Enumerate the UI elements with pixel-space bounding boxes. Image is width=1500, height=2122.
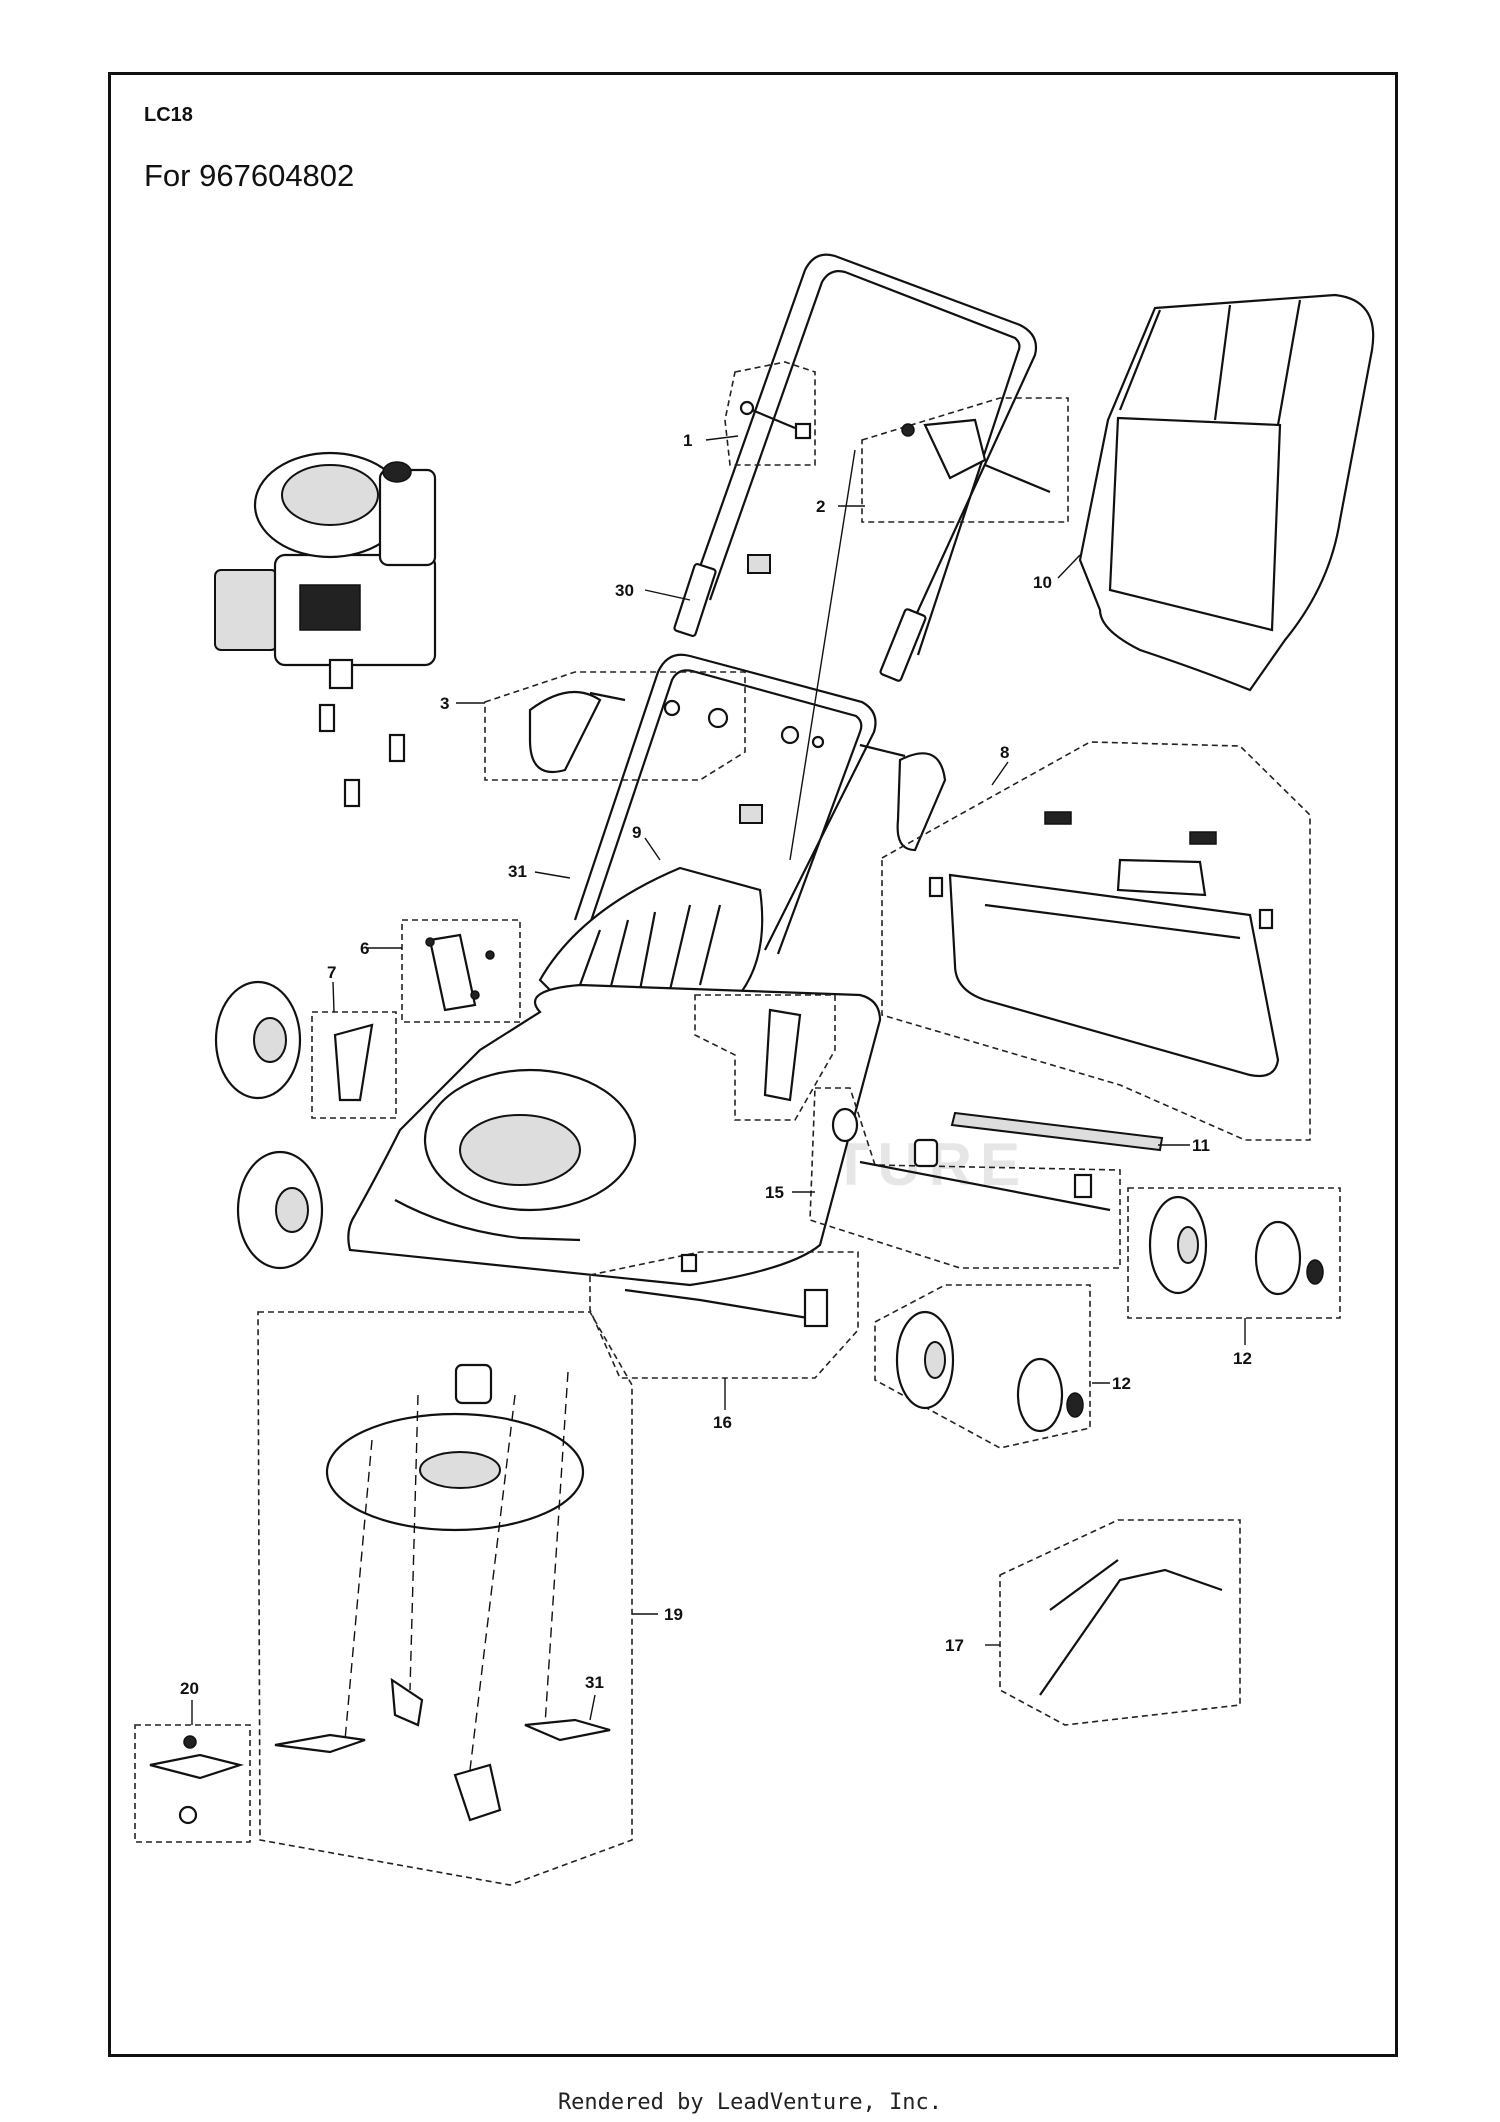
part-7-height-adjuster [311, 1011, 397, 1119]
part-1-group [724, 361, 816, 466]
callout-31-handle: 31 [508, 862, 527, 881]
front-wheel-upper [214, 980, 302, 1100]
callout-12-upper: 12 [1233, 1349, 1252, 1368]
part-2-group [861, 397, 1069, 523]
part-6-bracket [401, 919, 521, 1023]
callout-15: 15 [765, 1183, 784, 1202]
callout-31-blade: 31 [585, 1673, 604, 1692]
leader-lines [191, 435, 1246, 1725]
deck-right-bracket [694, 994, 836, 1121]
part-17-lever [999, 1519, 1241, 1726]
part-15-rear-axle [809, 1087, 1121, 1269]
part-3-group [484, 671, 746, 781]
callout-16: 16 [713, 1413, 732, 1432]
page-title: For 967604802 [144, 158, 355, 193]
part-8-rear-flap [881, 741, 1311, 1141]
part-12-rear-wheel-lower [874, 1284, 1091, 1449]
part-19-blade-assembly [257, 1311, 633, 1886]
mower-deck [347, 983, 882, 1287]
drawing-frame [108, 72, 1398, 2057]
callout-9: 9 [632, 823, 641, 842]
part-20-blade [134, 1724, 251, 1843]
callout-6: 6 [360, 939, 369, 958]
right-handle-knob [780, 725, 947, 852]
part-12-rear-wheel-upper [1127, 1187, 1341, 1319]
upper-handle [673, 253, 1038, 682]
callout-17: 17 [945, 1636, 964, 1655]
callout-7: 7 [327, 963, 336, 982]
part-16-front-axle [589, 1251, 859, 1379]
front-wheel-lower [236, 1150, 324, 1270]
callout-11: 11 [1192, 1136, 1210, 1155]
engine-illustration [214, 451, 437, 808]
part-11-bar [950, 1111, 1164, 1152]
callout-8: 8 [1000, 743, 1009, 762]
callout-19: 19 [664, 1605, 683, 1624]
callout-2: 2 [816, 497, 825, 516]
callout-labels: 1 2 3 6 7 8 9 10 11 12 12 15 16 17 19 20… [180, 431, 1252, 1698]
callout-10: 10 [1033, 573, 1052, 592]
callout-20: 20 [180, 1679, 199, 1698]
part-9-chute [538, 866, 764, 1002]
callout-12-lower: 12 [1112, 1374, 1131, 1393]
footer-credit: Rendered by LeadVenture, Inc. [557, 2090, 943, 2115]
callout-1: 1 [683, 431, 692, 450]
callout-3: 3 [440, 694, 449, 713]
callout-30: 30 [615, 581, 634, 600]
model-code: LC18 [144, 104, 193, 126]
lower-handle [573, 449, 877, 955]
part-10-grass-bag [1078, 293, 1375, 692]
